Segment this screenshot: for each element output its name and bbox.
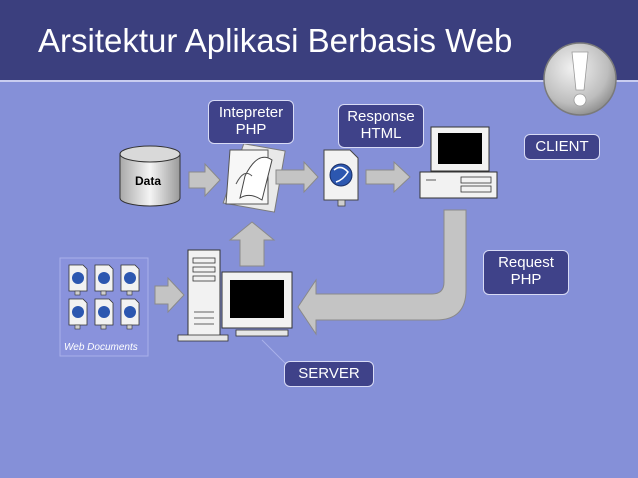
interpreter-php-callout: Intepreter PHP [208, 100, 294, 144]
client-callout: CLIENT [524, 134, 600, 160]
server-leader-line [261, 339, 289, 367]
arrow-data-to-interpreter [188, 162, 221, 198]
arrow-request-to-server [297, 209, 467, 336]
arrow-interpreter-to-html [275, 160, 319, 194]
database-icon [119, 145, 181, 207]
client-computer-icon [419, 126, 498, 199]
server-callout: SERVER [284, 361, 374, 387]
web-document-icon [68, 264, 88, 296]
web-document-icon [120, 264, 140, 296]
response-html-callout: Response HTML [338, 104, 424, 148]
web-document-icon [94, 264, 114, 296]
slide-title: Arsitektur Aplikasi Berbasis Web [38, 22, 513, 59]
web-document-icon [94, 298, 114, 330]
warning-icon [543, 42, 617, 116]
arrow-docs-to-server [154, 276, 185, 314]
server-computer-icon [177, 249, 293, 342]
html-document-icon [323, 149, 359, 207]
arrow-html-to-client [365, 160, 411, 194]
web-document-icon [68, 298, 88, 330]
database-label: Data [135, 174, 162, 188]
request-php-callout: Request PHP [483, 250, 569, 295]
title-bar: Arsitektur Aplikasi Berbasis Web [0, 0, 638, 82]
arrow-server-to-interpreter [228, 221, 276, 267]
web-document-icon [120, 298, 140, 330]
php-script-icon [222, 143, 286, 213]
web-documents-label: Web Documents [64, 342, 138, 353]
